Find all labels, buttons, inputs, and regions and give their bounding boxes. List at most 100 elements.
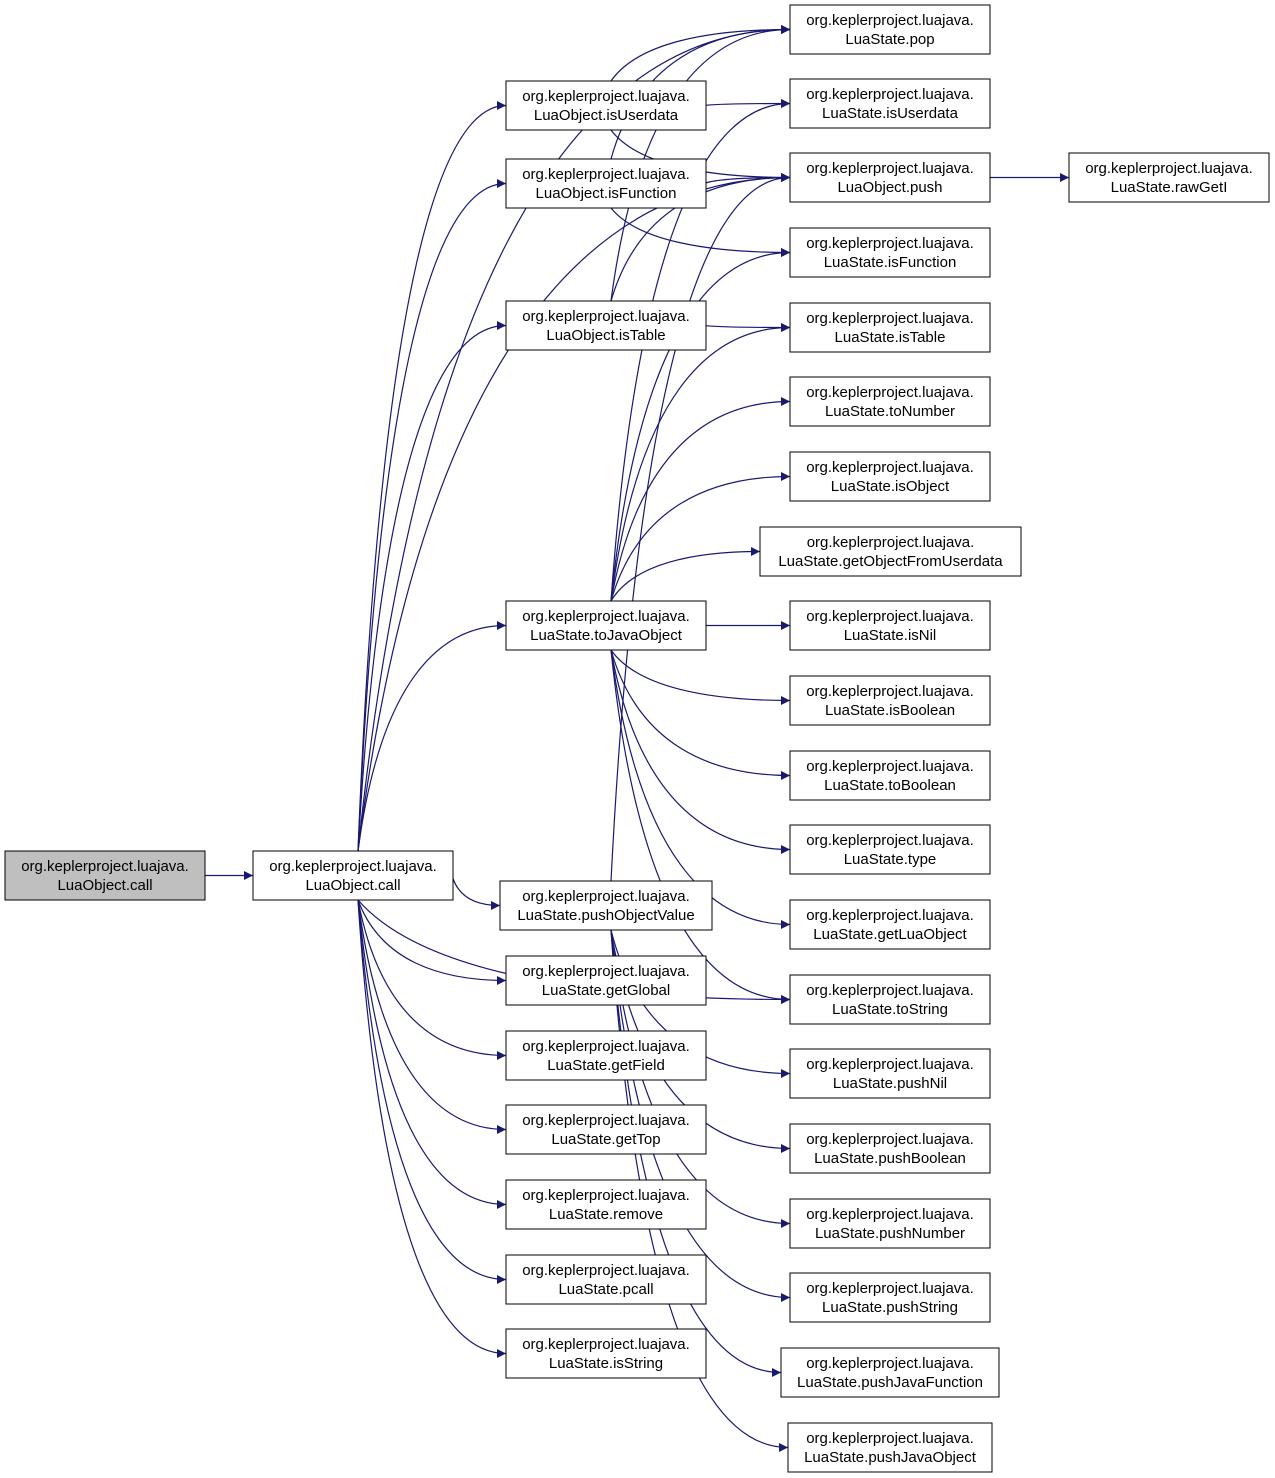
node-box	[789, 824, 991, 875]
node-package-label: org.keplerproject.luajava.	[807, 534, 975, 551]
node-package-label: org.keplerproject.luajava.	[806, 1355, 974, 1372]
node-package-label: org.keplerproject.luajava.	[806, 12, 974, 29]
node-package-label: org.keplerproject.luajava.	[522, 963, 690, 980]
edge-call-to-push	[357, 173, 791, 852]
node-pop[interactable]: org.keplerproject.luajava.LuaState.pop	[789, 4, 991, 55]
node-box	[505, 1030, 707, 1081]
node-method-label: LuaObject.push	[837, 179, 942, 196]
node-package-label: org.keplerproject.luajava.	[522, 1038, 690, 1055]
node-method-label: LuaState.type	[844, 851, 937, 868]
node-box	[789, 675, 991, 726]
node-package-label: org.keplerproject.luajava.	[806, 683, 974, 700]
node-method-label: LuaState.isUserdata	[822, 105, 959, 122]
node-package-label: org.keplerproject.luajava.	[522, 1336, 690, 1353]
node-is-userdata[interactable]: org.keplerproject.luajava. LuaState.isUse…	[789, 78, 991, 129]
node-method-label: LuaObject.call	[57, 877, 152, 894]
node-method-label: LuaObject.isTable	[546, 327, 665, 344]
edge-call-to-is-table-obj	[357, 321, 507, 852]
node-push-java-function[interactable]: org.keplerproject.luajava.LuaState.pushJ…	[780, 1347, 1000, 1398]
node-package-label: org.keplerproject.luajava.	[522, 1112, 690, 1129]
node-is-string[interactable]: org.keplerproject.luajava.LuaState.isStr…	[505, 1328, 707, 1379]
node-package-label: org.keplerproject.luajava.	[522, 166, 690, 183]
edges-layer	[205, 25, 1069, 1452]
edge-call-to-get-field	[357, 899, 507, 1060]
node-to-string[interactable]: org.keplerproject.luajava.LuaState.toStr…	[789, 974, 991, 1025]
edge-to-java-object-to-to-string	[610, 649, 791, 1004]
node-package-label: org.keplerproject.luajava.	[522, 308, 690, 325]
node-box	[1068, 152, 1270, 203]
node-package-label: org.keplerproject.luajava.	[806, 1430, 974, 1447]
node-push[interactable]: org.keplerproject.luajava.LuaObject.push	[789, 152, 991, 203]
node-box	[505, 1179, 707, 1230]
node-package-label: org.keplerproject.luajava.	[806, 310, 974, 327]
node-type[interactable]: org.keplerproject.luajava.LuaState.type	[789, 824, 991, 875]
node-box	[505, 80, 707, 131]
node-box	[789, 302, 991, 353]
node-to-java-object[interactable]: org.keplerproject.luajava.LuaState.toJav…	[505, 600, 707, 651]
node-package-label: org.keplerproject.luajava.	[806, 1206, 974, 1223]
node-remove[interactable]: org.keplerproject.luajava. LuaState.remov…	[505, 1179, 707, 1230]
node-is-userdata-obj[interactable]: org.keplerproject.luajava. LuaObject.isUs…	[505, 80, 707, 131]
node-get-lua-object[interactable]: org.keplerproject.luajava.LuaState.getLu…	[789, 899, 991, 950]
node-box	[505, 1328, 707, 1379]
edge-to-java-object-to-is-object	[610, 472, 791, 602]
node-box	[505, 955, 707, 1006]
node-is-nil[interactable]: org.keplerproject.luajava.LuaState.isNil	[789, 600, 991, 651]
node-call[interactable]: org.keplerproject.luajava.LuaObject.call	[252, 850, 454, 901]
node-push-number[interactable]: org.keplerproject.luajava.LuaState.pushN…	[789, 1198, 991, 1249]
node-box	[505, 1254, 707, 1305]
node-push-boolean[interactable]: org.keplerproject.luajava.LuaState.pushB…	[789, 1123, 991, 1174]
node-method-label: LuaState.remove	[549, 1206, 663, 1223]
node-box	[789, 376, 991, 427]
node-method-label: LuaState.getGlobal	[542, 982, 670, 999]
node-method-label: LuaState.pushObjectValue	[517, 907, 694, 924]
node-is-boolean[interactable]: org.keplerproject.luajava. LuaState.isBoo…	[789, 675, 991, 726]
node-get-top[interactable]: org.keplerproject.luajava.LuaState.getTo…	[505, 1104, 707, 1155]
node-method-label: LuaState.isTable	[835, 329, 946, 346]
node-method-label: LuaState.getObjectFromUserdata	[778, 553, 1003, 570]
node-package-label: org.keplerproject.luajava.	[522, 88, 690, 105]
node-method-label: LuaObject.isFunction	[536, 185, 677, 202]
node-get-field[interactable]: org.keplerproject.luajava.LuaState.getFi…	[505, 1030, 707, 1081]
node-pcall[interactable]: org.keplerproject.luajava.LuaState.pcall	[505, 1254, 707, 1305]
node-root[interactable]: org.keplerproject.luajava.LuaObject.call	[4, 850, 206, 901]
node-push-string[interactable]: org.keplerproject.luajava.LuaState.pushS…	[789, 1272, 991, 1323]
node-is-function[interactable]: org.keplerproject.luajava.LuaState.isFun…	[789, 227, 991, 278]
node-raw-get-i[interactable]: org.keplerproject.luajava.LuaState.rawGe…	[1068, 152, 1270, 203]
edge-call-to-is-string	[357, 899, 507, 1358]
node-push-java-object[interactable]: org.keplerproject.luajava. LuaState.pushJ…	[787, 1422, 993, 1473]
node-package-label: org.keplerproject.luajava.	[806, 758, 974, 775]
node-package-label: org.keplerproject.luajava.	[269, 858, 437, 875]
node-method-label: LuaState.pushJavaObject	[804, 1449, 977, 1466]
node-box	[789, 451, 991, 502]
node-package-label: org.keplerproject.luajava.	[806, 907, 974, 924]
node-get-global[interactable]: org.keplerproject.luajava. LuaState.getGl…	[505, 955, 707, 1006]
node-package-label: org.keplerproject.luajava.	[806, 86, 974, 103]
node-push-object-value[interactable]: org.keplerproject.luajava.LuaState.pushO…	[499, 880, 713, 931]
node-to-number[interactable]: org.keplerproject.luajava.LuaState.toNum…	[789, 376, 991, 427]
edge-call-to-pop	[357, 25, 791, 852]
node-method-label: LuaState.isBoolean	[825, 702, 955, 719]
node-push-nil[interactable]: org.keplerproject.luajava.LuaState.pushN…	[789, 1048, 991, 1099]
node-get-object-from-userdata[interactable]: org.keplerproject.luajava. LuaState.getOb…	[759, 526, 1022, 577]
node-is-function-obj[interactable]: org.keplerproject.luajava. LuaObject.isFu…	[505, 158, 707, 209]
node-is-object[interactable]: org.keplerproject.luajava.LuaState.isObj…	[789, 451, 991, 502]
edge-to-java-object-to-is-userdata	[610, 99, 791, 602]
node-is-table[interactable]: org.keplerproject.luajava. LuaState.isTab…	[789, 302, 991, 353]
node-method-label: LuaState.toNumber	[825, 403, 955, 420]
node-box	[4, 850, 206, 901]
node-method-label: LuaState.isFunction	[824, 254, 957, 271]
node-is-table-obj[interactable]: org.keplerproject.luajava. LuaObject.isTa…	[505, 300, 707, 351]
edge-call-to-get-top	[357, 899, 507, 1134]
node-to-boolean[interactable]: org.keplerproject.luajava.LuaState.toBoo…	[789, 750, 991, 801]
edge-is-userdata-obj-to-is-userdata	[705, 99, 791, 109]
node-method-label: LuaState.isObject	[831, 478, 950, 495]
node-method-label: LuaState.pcall	[558, 1281, 653, 1298]
edge-push-object-value-to-push-number	[610, 929, 791, 1228]
node-package-label: org.keplerproject.luajava.	[522, 1187, 690, 1204]
node-box	[789, 78, 991, 129]
nodes-layer: org.keplerproject.luajava.LuaObject.call…	[4, 4, 1270, 1473]
node-method-label: LuaState.toString	[832, 1001, 948, 1018]
node-method-label: LuaObject.isUserdata	[534, 107, 679, 124]
